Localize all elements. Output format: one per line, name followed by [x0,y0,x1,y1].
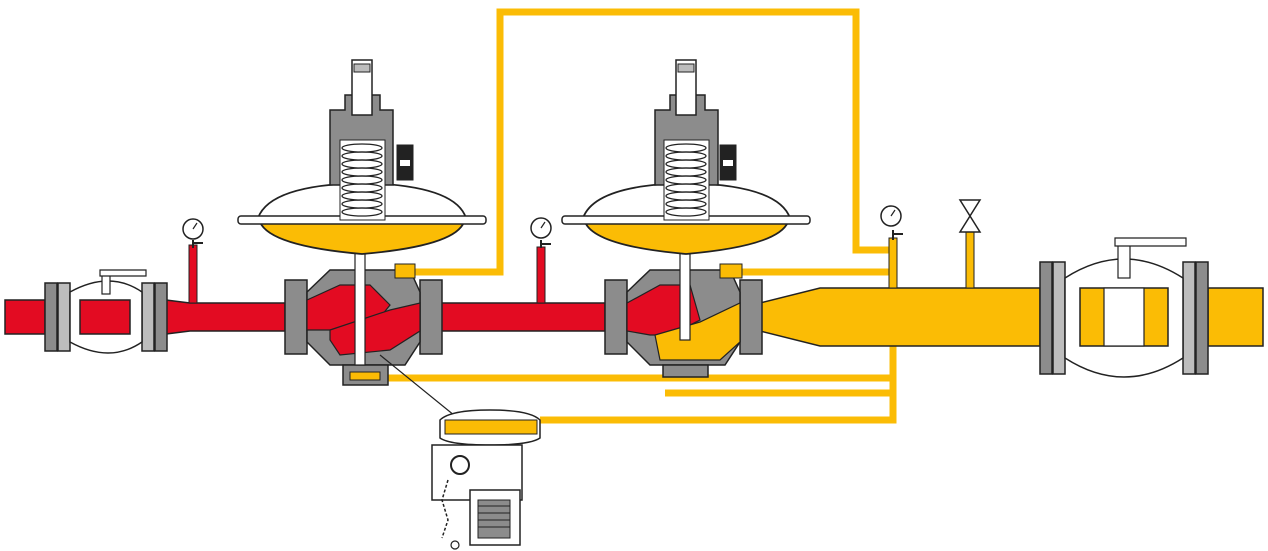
pilot-lever-chain [441,479,449,539]
pilot-handle [450,540,460,550]
inlet-ball-valve[interactable] [44,269,168,354]
downstream-expander [759,287,1041,347]
inlet-flange-left [44,282,58,352]
inlet-flange-right [141,282,155,352]
upstream-pipe-section-2 [165,299,286,335]
intermediate-pipe [419,302,606,332]
first-regulator-outlet-fitting [394,263,416,279]
ball-valve-icon [1114,237,1187,247]
spring-icon [341,143,383,217]
inlet-valve-stem [101,273,111,295]
outlet-flange-left [1039,261,1053,375]
outlet-flange-right-b [1195,261,1209,375]
downstream-pipe-end [1207,287,1264,347]
pilot-knob [450,455,470,475]
diaphragm-icon [583,221,790,255]
needle-valve-icon [958,199,982,233]
inlet-flange-right-b [154,282,168,352]
outlet-ball-valve[interactable] [1039,237,1209,378]
second-regulator-adjust-screw [675,59,697,116]
pilot-diaphragm [444,419,538,435]
second-regulator-stem [679,239,691,341]
inlet-flange-left-b [57,282,71,352]
safety-shutoff-pilot[interactable] [379,354,541,550]
second-regulator-flange-right [739,279,763,355]
first-regulator-base-seal [349,371,381,381]
first-regulator-flange-right [419,279,443,355]
second-regulator-outlet-fitting [719,263,743,279]
outlet-flange-left-b [1052,261,1066,375]
second-regulator-base [662,364,709,378]
outlet-gauge-riser [888,237,898,289]
outlet-valve-stem [1117,243,1131,279]
spring-icon [665,143,707,217]
impulse-line-pilot [540,378,897,424]
inlet-valve-ball [79,299,131,335]
first-regulator-stem [354,239,366,366]
ball-valve-icon [99,269,147,277]
outlet-vent-valve[interactable] [958,199,982,289]
second-regulator-outlet-chamber [654,302,741,361]
outlet-pressure-gauge [880,205,903,289]
intermediate-gauge-riser [536,246,546,304]
first-regulator-cap [353,63,371,73]
inlet-gauge-riser [188,244,198,304]
first-regulator-inner-chamber [329,302,421,356]
second-regulator-flange-left [604,279,628,355]
first-regulator[interactable] [237,59,487,386]
outlet-flange-right [1182,261,1196,375]
pilot-linkage [379,354,461,421]
vent-riser [965,231,975,289]
upstream-pipe [4,299,46,335]
diaphragm-icon [258,221,466,255]
first-regulator-adjust-screw [351,59,373,116]
intermediate-pressure-gauge [530,217,552,304]
second-regulator[interactable] [561,59,811,378]
first-regulator-flange-left [284,279,308,355]
inlet-pressure-gauge [182,218,204,304]
